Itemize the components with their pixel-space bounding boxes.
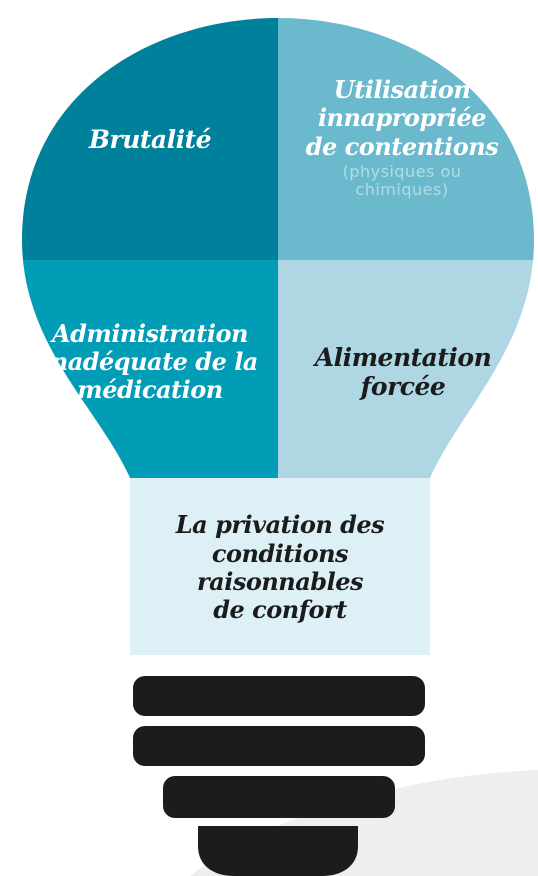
bulb-base-privation: La privation des conditions raisonnables… xyxy=(130,505,430,631)
screw-ring-1 xyxy=(133,676,425,716)
quadrant-alimentation: Alimentation forcée xyxy=(278,322,528,422)
bulb-base-label: La privation des conditions raisonnables… xyxy=(175,510,385,625)
quadrant-contentions-label: Utilisation innapropriée de contentions xyxy=(305,75,499,161)
screw-ring-2 xyxy=(133,726,425,766)
screw-tip xyxy=(198,826,358,876)
quadrant-medication: Administration inadéquate de la médicati… xyxy=(22,300,278,424)
quadrant-brutalite-label: Brutalité xyxy=(88,125,212,155)
quadrant-brutalite: Brutalité xyxy=(22,18,278,262)
quadrant-contentions-sublabel: (physiques ou chimiques) xyxy=(342,161,462,200)
screw-ring-3 xyxy=(163,776,395,818)
quadrant-contentions: Utilisation innapropriée de contentions … xyxy=(278,75,526,256)
quadrant-medication-label: Administration inadéquate de la médicati… xyxy=(42,318,258,405)
bulb-screw-base-icon xyxy=(133,676,425,876)
quadrant-alimentation-label: Alimentation forcée xyxy=(314,342,492,402)
